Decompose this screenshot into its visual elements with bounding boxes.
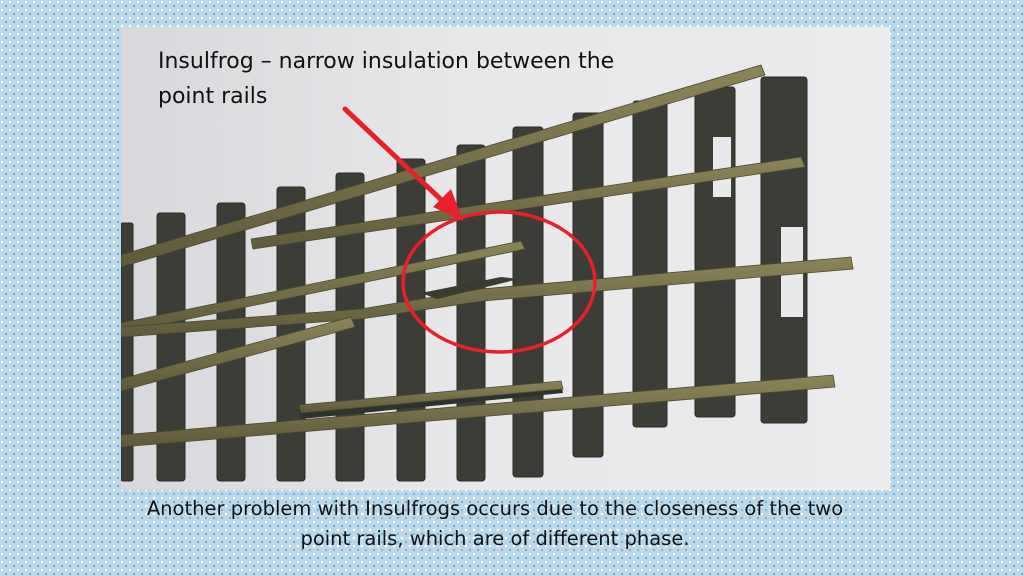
circle-icon <box>401 210 597 354</box>
callout-text: Insulfrog – narrow insulation between th… <box>158 49 615 109</box>
turnout-illustration <box>121 64 854 482</box>
rails <box>121 64 854 448</box>
slide-caption: Another problem with Insulfrogs occurs d… <box>146 497 844 550</box>
insulfrog <box>421 277 519 299</box>
arrow-icon <box>342 106 463 221</box>
turnout-photo <box>121 27 890 490</box>
